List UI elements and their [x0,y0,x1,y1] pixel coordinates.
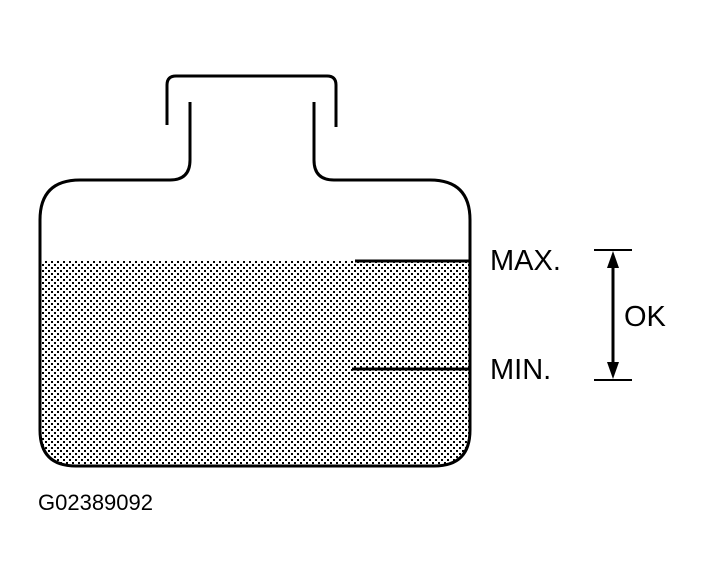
figure-code: G02389092 [38,490,153,515]
fluid-fill [40,261,470,466]
reservoir-outline [38,102,472,468]
cap-outline [165,74,338,127]
max-label: MAX. [490,245,561,277]
arrow-down-icon [607,362,619,379]
arrow-up-icon [607,251,619,268]
ok-label: OK [624,301,666,333]
min-label: MIN. [490,354,552,386]
